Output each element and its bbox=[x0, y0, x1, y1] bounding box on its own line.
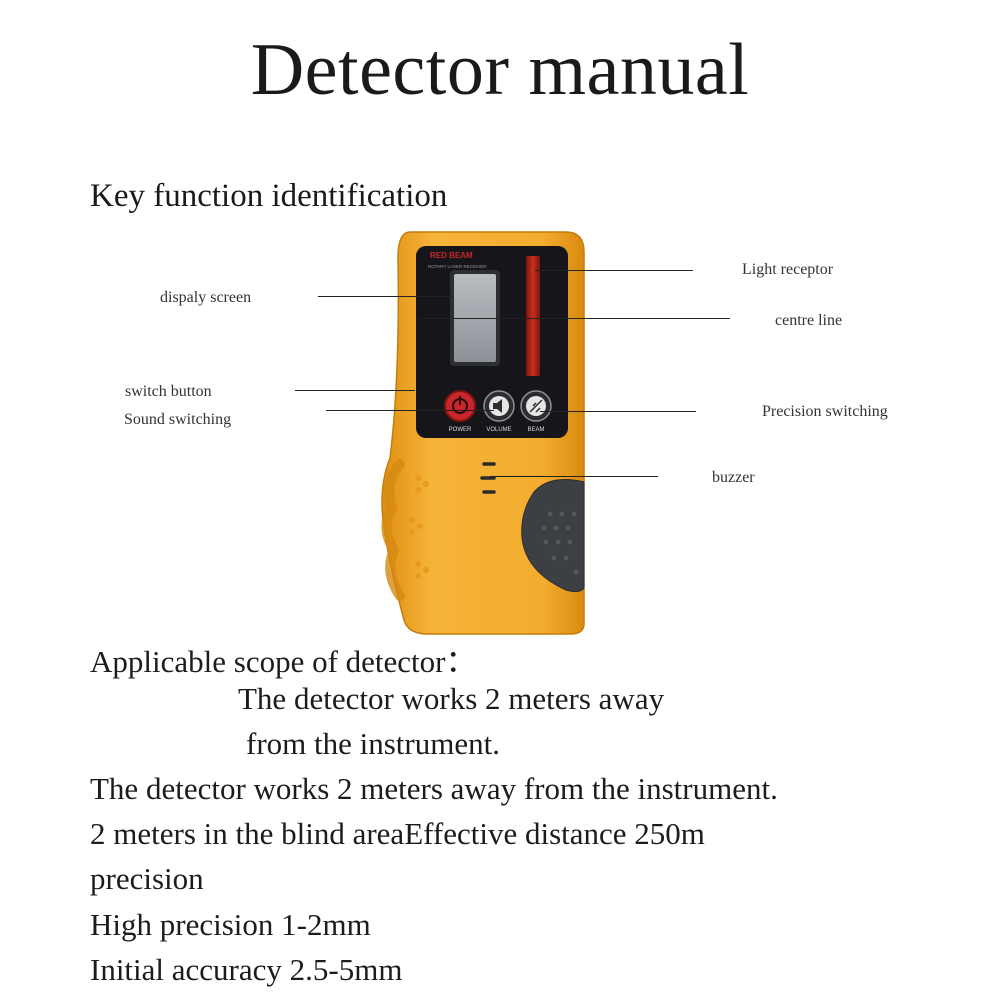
scope-indent-line-2: from the instrument. bbox=[246, 726, 500, 761]
page-title: Detector manual bbox=[250, 29, 750, 111]
power-button[interactable] bbox=[444, 390, 476, 422]
buzzer bbox=[480, 462, 496, 494]
leader-centre-line bbox=[420, 318, 730, 319]
leader-display-screen bbox=[318, 296, 454, 297]
label-switch-button: switch button bbox=[125, 383, 212, 400]
scope-heading: Applicable scope of detector： bbox=[90, 644, 477, 679]
scope-line: 2 meters in the blind areaEffective dist… bbox=[90, 816, 705, 851]
leader-sound-switching bbox=[326, 410, 494, 411]
precision-button-label: BEAM bbox=[527, 427, 544, 433]
leader-switch-button bbox=[295, 390, 415, 391]
volume-button-label: VOLUME bbox=[486, 427, 511, 433]
light-receptor bbox=[526, 256, 540, 376]
label-buzzer: buzzer bbox=[712, 469, 755, 486]
model-label: ROTARY LASER RECEIVER bbox=[428, 264, 487, 269]
volume-button[interactable] bbox=[483, 390, 515, 422]
leader-light-receptor bbox=[535, 270, 693, 271]
section-heading-key-functions: Key function identification bbox=[90, 178, 448, 214]
leader-buzzer bbox=[490, 476, 658, 477]
label-centre-line: centre line bbox=[775, 312, 843, 329]
scope-indent-line-1: The detector works 2 meters away bbox=[238, 681, 665, 716]
scope-line: Initial accuracy 2.5-5mm bbox=[90, 952, 403, 987]
detector-illustration: RED BEAM ROTARY LASER RECEIVER POWER VOL… bbox=[381, 231, 585, 635]
label-sound-switching: Sound switching bbox=[124, 411, 232, 428]
rubber-grip bbox=[521, 479, 585, 593]
precision-button[interactable] bbox=[520, 390, 552, 422]
scope-line: High precision 1-2mm bbox=[90, 907, 371, 942]
side-grip bbox=[381, 459, 405, 601]
power-button-label: POWER bbox=[449, 427, 472, 433]
brand-label: RED BEAM bbox=[430, 251, 473, 260]
label-light-receptor: Light receptor bbox=[742, 261, 834, 278]
scope-line: The detector works 2 meters away from th… bbox=[90, 771, 778, 806]
scope-line: precision bbox=[90, 861, 204, 896]
leader-precision-switching bbox=[540, 411, 696, 412]
label-display-screen: dispaly screen bbox=[160, 289, 252, 306]
label-precision-switching: Precision switching bbox=[762, 403, 888, 420]
